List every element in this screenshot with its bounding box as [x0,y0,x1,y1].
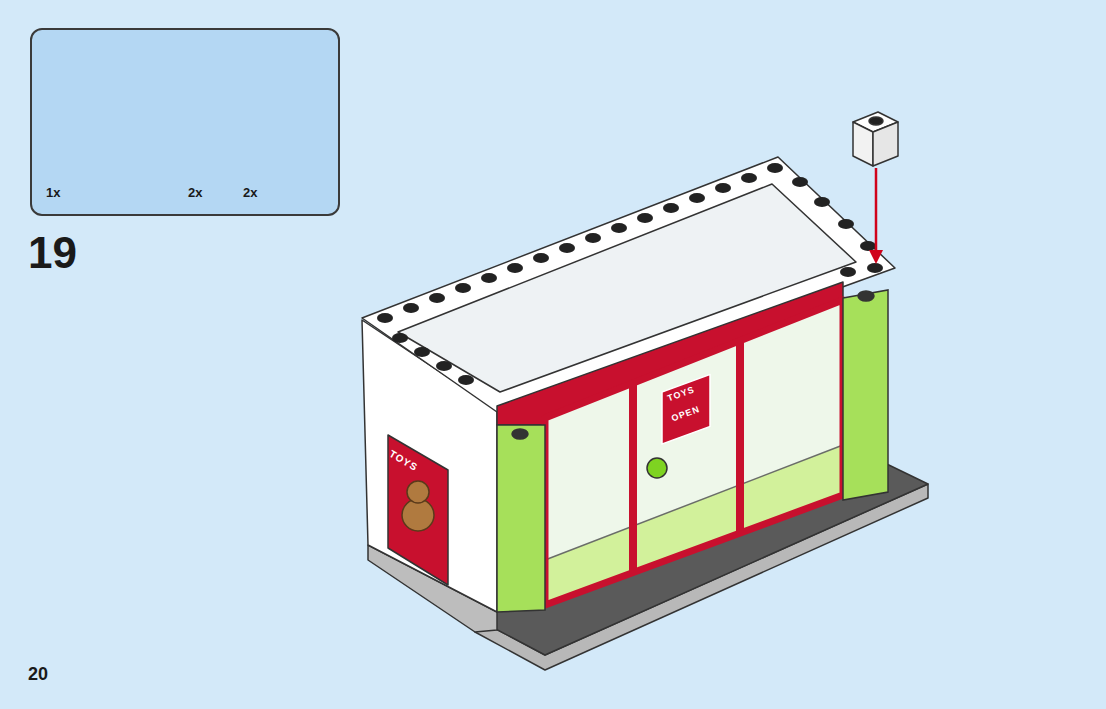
quantity-label: 2x [188,185,202,200]
page-number: 20 [28,664,48,685]
quantity-label: 2x [243,185,257,200]
shop-window [497,282,843,605]
new-brick [853,112,898,166]
green-columns [497,290,888,612]
quantity-label: 1x [46,185,60,200]
placement-arrow [869,168,883,264]
step-number: 19 [28,228,77,278]
parts-box: 1x 2x 2x [30,28,340,216]
